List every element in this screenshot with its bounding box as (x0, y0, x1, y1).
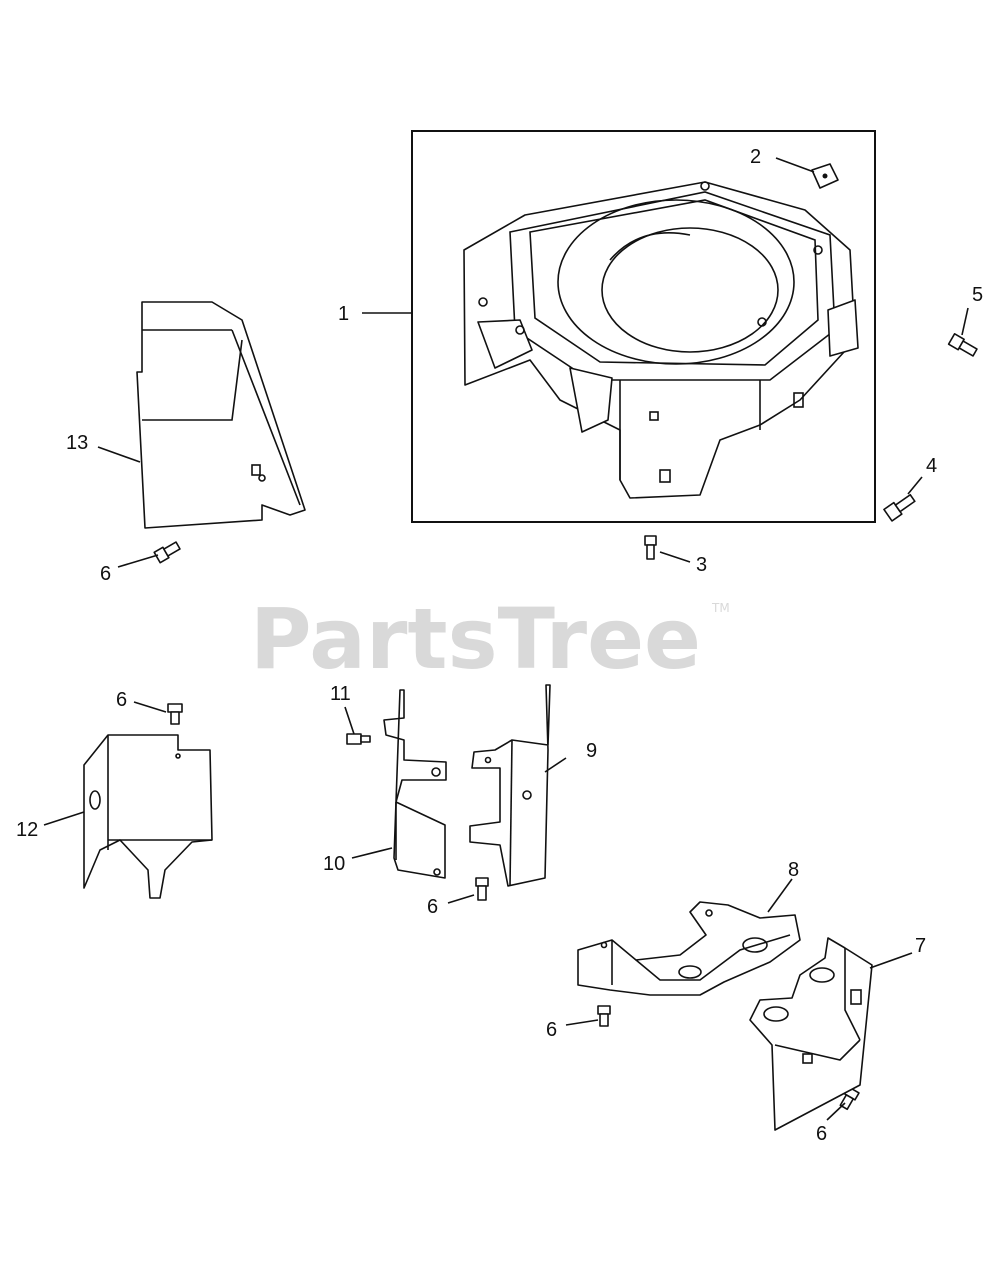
callout-2: 2 (750, 146, 761, 168)
callout-1: 1 (338, 303, 349, 325)
part-11-screw[interactable] (346, 733, 371, 745)
watermark-text: PartsTree (250, 590, 701, 688)
part-6-screw-a[interactable] (153, 540, 181, 564)
callout-3: 3 (696, 554, 707, 576)
part-1-blower-housing[interactable] (463, 181, 859, 499)
callout-12: 12 (16, 819, 38, 841)
part-4-screw[interactable] (883, 492, 917, 522)
callout-7: 7 (915, 935, 926, 957)
part-10-baffle[interactable] (383, 689, 447, 879)
callout-13: 13 (66, 432, 88, 454)
callout-6-e: 6 (816, 1123, 827, 1145)
leader-lines (43, 157, 969, 1121)
watermark-trademark: TM (711, 601, 730, 615)
part-6-screw-d[interactable] (597, 1005, 611, 1027)
part-13-shroud[interactable] (136, 301, 306, 529)
part-7-base-baffle[interactable] (749, 937, 873, 1131)
part-5-screw[interactable] (947, 333, 978, 358)
callout-labels: 1 2 3 4 5 6 6 6 6 6 7 8 9 10 11 12 13 (16, 146, 983, 1145)
part-6-screw-c[interactable] (475, 877, 489, 901)
callout-6-c: 6 (427, 896, 438, 918)
part-3-screw[interactable] (644, 535, 657, 560)
callout-8: 8 (788, 859, 799, 881)
part-12-shroud[interactable] (83, 734, 213, 899)
part-1-frame (411, 130, 876, 523)
callout-6-a: 6 (100, 563, 111, 585)
callout-11: 11 (330, 683, 351, 705)
callout-9: 9 (586, 740, 597, 762)
callout-10: 10 (323, 853, 345, 875)
part-2-clip[interactable] (811, 163, 839, 189)
callout-6-b: 6 (116, 689, 127, 711)
part-8-base-baffle[interactable] (577, 901, 801, 996)
part-9-baffle[interactable] (469, 684, 551, 887)
callout-5: 5 (972, 284, 983, 306)
callout-6-d: 6 (546, 1019, 557, 1041)
callout-4: 4 (926, 455, 937, 477)
part-6-screw-b[interactable] (167, 703, 183, 725)
